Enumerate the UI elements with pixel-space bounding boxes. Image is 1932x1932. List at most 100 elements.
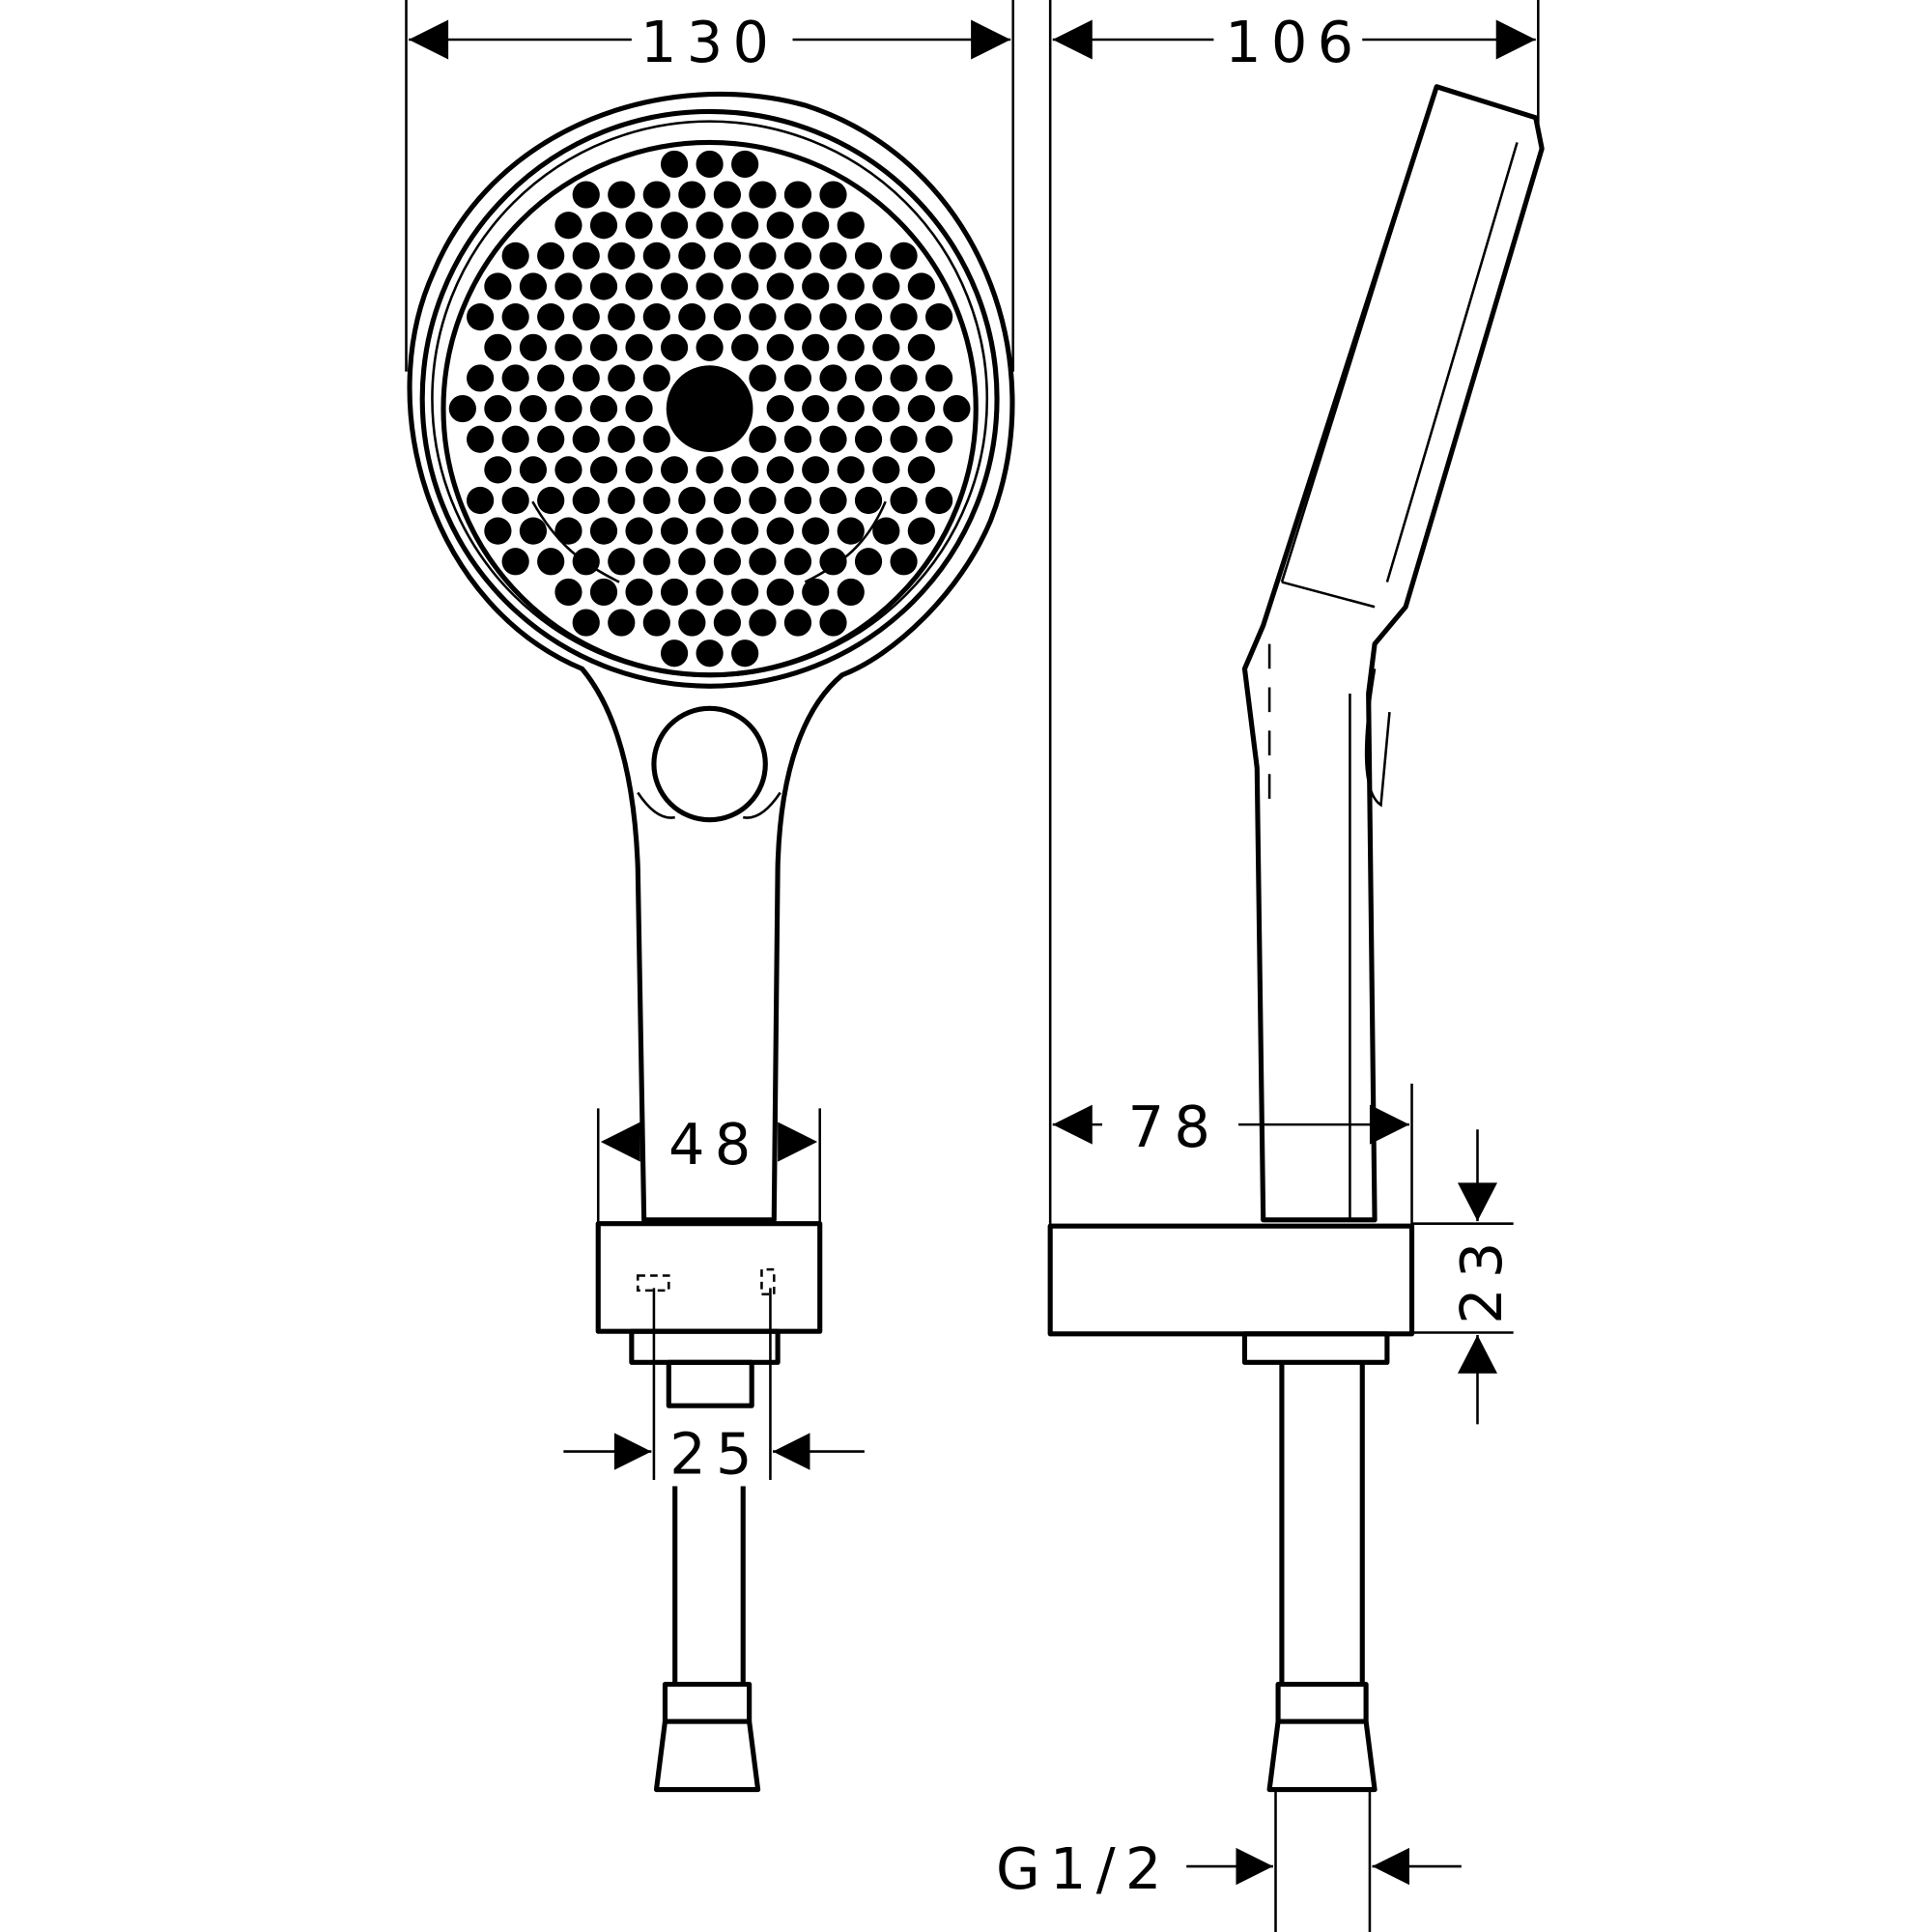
nozzle-dot — [589, 212, 618, 240]
nozzle-dot — [519, 272, 548, 300]
spray-zone-line — [531, 500, 887, 583]
nozzle-dot — [501, 364, 529, 392]
nozzle-dot — [890, 486, 918, 515]
nozzle-dot — [660, 212, 689, 240]
nozzle-dot — [519, 333, 548, 361]
nozzle-dot — [766, 272, 794, 300]
nozzle-dot — [783, 242, 812, 270]
nozzle-dot — [642, 548, 670, 576]
nozzle-dot — [783, 364, 812, 392]
nozzle-dot — [696, 517, 724, 545]
head-edge-line — [1280, 86, 1519, 609]
nozzle-dot — [731, 333, 759, 361]
nozzle-dot — [872, 394, 900, 423]
hose-nut-side — [1275, 1682, 1369, 1724]
nozzle-dot — [731, 150, 759, 179]
nozzle-dot — [572, 425, 600, 453]
nozzle-dot — [854, 548, 883, 576]
nozzle-dot — [642, 242, 670, 270]
nozzle-dot — [467, 425, 495, 453]
nozzle-dot — [642, 181, 670, 209]
nozzle-dot — [802, 394, 830, 423]
nozzle-dot — [696, 333, 724, 361]
nozzle-dot — [819, 548, 847, 576]
hose-fitting-side — [1266, 1720, 1378, 1793]
nozzle-dot — [625, 333, 653, 361]
nozzle-dot — [819, 181, 847, 209]
nozzle-dot — [731, 212, 759, 240]
nozzle-dot — [749, 486, 777, 515]
nozzle-dot — [696, 639, 724, 668]
nozzle-dot — [608, 242, 636, 270]
nozzle-dot — [660, 333, 689, 361]
nozzle-dot — [642, 364, 670, 392]
nozzle-dot — [572, 181, 600, 209]
nozzle-dot — [589, 333, 618, 361]
nozzle-dot — [783, 181, 812, 209]
nozzle-dot — [484, 333, 512, 361]
nozzle-dot — [660, 150, 689, 179]
nozzle-dot — [925, 364, 953, 392]
nozzle-dot — [642, 609, 670, 637]
nozzle-dot — [501, 242, 529, 270]
nozzle-dot — [766, 456, 794, 484]
nozzle-dot — [819, 609, 847, 637]
nozzle-dot — [925, 303, 953, 331]
nozzle-dot — [837, 333, 865, 361]
nozzle-dot — [890, 242, 918, 270]
nozzle-dot — [907, 333, 935, 361]
nozzle-dot — [660, 456, 689, 484]
nozzle-dot — [731, 456, 759, 484]
nozzle-dot — [660, 578, 689, 607]
nozzle-dot — [766, 333, 794, 361]
nozzle-dot — [625, 578, 653, 607]
nozzle-dot — [749, 548, 777, 576]
nozzle-dot — [837, 456, 865, 484]
nozzle-dot — [554, 272, 582, 300]
nozzle-dot — [448, 394, 476, 423]
nozzle-dot — [642, 425, 670, 453]
handle-detail — [637, 791, 781, 819]
nozzle-dot — [572, 242, 600, 270]
nozzle-dot — [713, 303, 741, 331]
nozzle-dot — [696, 578, 724, 607]
nozzle-dot — [608, 303, 636, 331]
nozzle-dot — [660, 272, 689, 300]
nozzle-dot — [625, 394, 653, 423]
nozzle-dot — [749, 609, 777, 637]
handle-contour — [1349, 668, 1391, 1220]
nozzle-dot — [802, 272, 830, 300]
nozzle-dot — [802, 212, 830, 240]
nozzle-dot — [484, 517, 512, 545]
dimension-48: 48 — [600, 1111, 818, 1178]
connector — [666, 1359, 754, 1408]
nozzle-dot — [608, 425, 636, 453]
shower-head-outline — [407, 91, 1015, 1223]
nozzle-dot — [837, 212, 865, 240]
nozzle-dot — [925, 486, 953, 515]
nozzle-dot — [907, 272, 935, 300]
nozzle-dot — [749, 364, 777, 392]
nozzle-dot — [890, 364, 918, 392]
nozzle-dot — [819, 425, 847, 453]
nozzle-dot — [854, 486, 883, 515]
nozzle-dot — [589, 578, 618, 607]
nozzle-dot — [678, 181, 706, 209]
nozzle-dot — [608, 609, 636, 637]
nozzle-dot — [713, 242, 741, 270]
head-ring — [419, 108, 1000, 689]
nozzle-dot — [872, 272, 900, 300]
dimension-label: 78 — [1128, 1094, 1221, 1160]
nozzle-dot — [766, 578, 794, 607]
nozzle-dot — [783, 609, 812, 637]
nozzle-dot — [589, 272, 618, 300]
nozzle-dot — [783, 303, 812, 331]
nozzle-dot — [537, 364, 565, 392]
nozzle-dot — [678, 548, 706, 576]
dimension-78: 78 — [1052, 1094, 1409, 1160]
nozzle-dot — [608, 548, 636, 576]
nozzle-dot — [572, 303, 600, 331]
screw-hidden — [636, 1267, 776, 1296]
nozzle-dot — [642, 303, 670, 331]
